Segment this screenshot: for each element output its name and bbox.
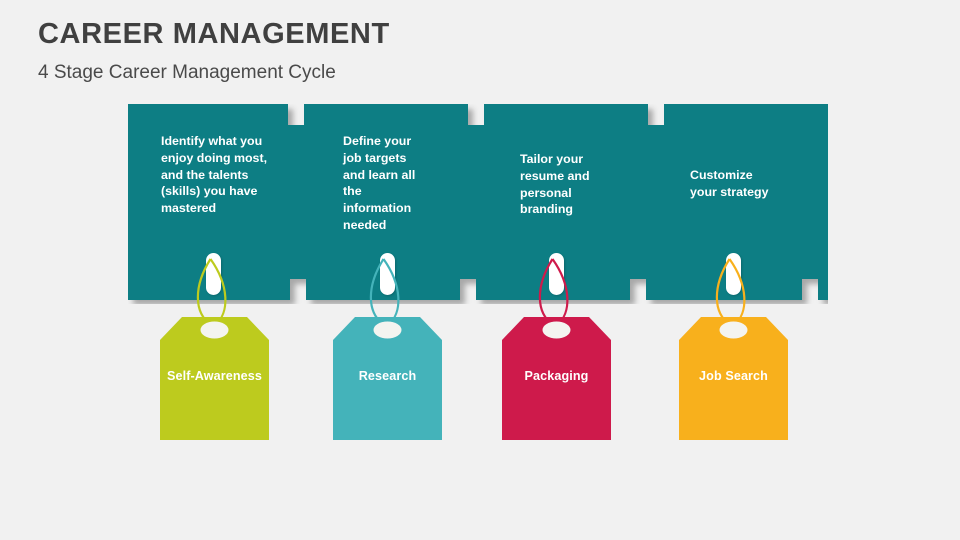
tag-shape-self-awareness xyxy=(160,258,269,440)
page-title: CAREER MANAGEMENT xyxy=(38,18,390,50)
banner-puzzle-path xyxy=(128,104,828,300)
tag-body-job-search xyxy=(679,317,788,440)
string-slot-4 xyxy=(726,253,741,295)
tag-body-self-awareness xyxy=(160,317,269,440)
tag-label-research: Research xyxy=(358,369,417,383)
tag-hole-icon xyxy=(373,321,402,339)
tag-packaging[interactable]: Packaging xyxy=(502,258,611,440)
string-slot-1 xyxy=(206,253,221,295)
tag-job-search[interactable]: Job Search xyxy=(679,258,788,440)
panel-text-research: Define your job targets and learn all th… xyxy=(343,134,416,232)
string-slot-3 xyxy=(549,253,564,295)
tag-hole-icon xyxy=(542,321,571,339)
panel-text-self-awareness: Identify what you enjoy doing most, and … xyxy=(161,134,268,216)
tag-body-packaging xyxy=(502,317,611,440)
panel-text-packaging: Tailor your resume and personal branding xyxy=(520,152,590,217)
tag-self-awareness[interactable]: Self-Awareness xyxy=(160,258,269,440)
header: CAREER MANAGEMENT 4 Stage Career Managem… xyxy=(38,16,898,86)
banner-shape xyxy=(128,104,828,300)
tag-hole-icon xyxy=(200,321,229,339)
tag-shape-packaging xyxy=(502,258,611,440)
tag-label-packaging: Packaging xyxy=(524,369,589,383)
panel-text-job-search: Customize your strategy xyxy=(690,168,769,199)
tag-label-self-awareness: Self-Awareness xyxy=(167,369,262,383)
tag-shape-research xyxy=(333,258,442,440)
process-banner: Identify what you enjoy doing most, and … xyxy=(128,104,828,304)
tag-research[interactable]: Research xyxy=(333,258,442,440)
tag-shape-job-search xyxy=(679,258,788,440)
tag-hole-icon xyxy=(719,321,748,339)
page-subtitle: 4 Stage Career Management Cycle xyxy=(38,62,336,83)
tag-body-research xyxy=(333,317,442,440)
string-slot-2 xyxy=(380,253,395,295)
tag-label-job-search: Job Search xyxy=(699,369,768,383)
